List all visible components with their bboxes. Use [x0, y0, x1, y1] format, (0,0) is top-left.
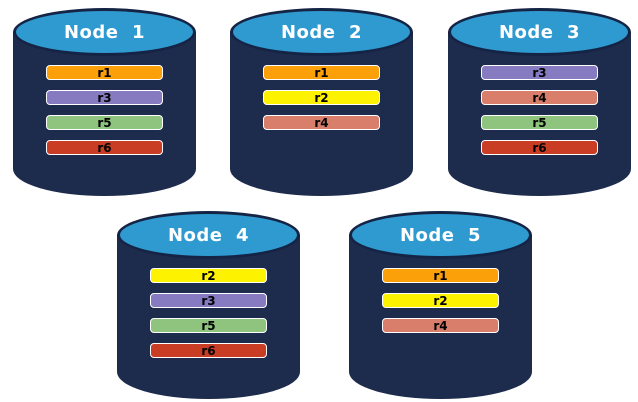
- cylinder-body: [448, 32, 631, 196]
- node-cylinder-2: Node 2 r1 r2 r4: [230, 8, 413, 196]
- replica-bar-r3: r3: [150, 293, 267, 308]
- cylinder-top-ellipse: Node 2: [230, 8, 413, 56]
- node-title: Node 5: [399, 224, 482, 246]
- replica-bar-r6: r6: [150, 343, 267, 358]
- cylinder-top-ellipse: Node 1: [13, 8, 196, 56]
- replica-bar-r1: r1: [382, 268, 499, 283]
- cylinder-body: [230, 32, 413, 196]
- replica-bar-r5: r5: [150, 318, 267, 333]
- cylinder-top-ellipse: Node 3: [448, 8, 631, 56]
- replica-bar-r2: r2: [382, 293, 499, 308]
- node-title: Node 3: [498, 21, 581, 43]
- replica-bar-r1: r1: [46, 65, 163, 80]
- replica-bar-r2: r2: [150, 268, 267, 283]
- replica-bars: r1 r2 r4: [382, 268, 499, 333]
- replica-bars: r3 r4 r5 r6: [481, 65, 598, 155]
- cylinder-top-ellipse: Node 5: [349, 211, 532, 259]
- replica-bars: r2 r3 r5 r6: [150, 268, 267, 358]
- replica-bar-r3: r3: [481, 65, 598, 80]
- replica-bars: r1 r3 r5 r6: [46, 65, 163, 155]
- replica-bar-r5: r5: [481, 115, 598, 130]
- cylinder-body: [13, 32, 196, 196]
- replica-bar-r4: r4: [382, 318, 499, 333]
- node-title: Node 4: [167, 224, 250, 246]
- node-title: Node 1: [63, 21, 146, 43]
- replica-bar-r2: r2: [263, 90, 380, 105]
- cylinder-body: [117, 235, 300, 399]
- node-title: Node 2: [280, 21, 363, 43]
- cylinder-top-ellipse: Node 4: [117, 211, 300, 259]
- cylinder-body: [349, 235, 532, 399]
- replica-bar-r5: r5: [46, 115, 163, 130]
- replica-bars: r1 r2 r4: [263, 65, 380, 130]
- replica-bar-r4: r4: [263, 115, 380, 130]
- replica-bar-r3: r3: [46, 90, 163, 105]
- node-cylinder-1: Node 1 r1 r3 r5 r6: [13, 8, 196, 196]
- replica-bar-r1: r1: [263, 65, 380, 80]
- node-cylinder-3: Node 3 r3 r4 r5 r6: [448, 8, 631, 196]
- node-cylinder-5: Node 5 r1 r2 r4: [349, 211, 532, 399]
- replica-bar-r4: r4: [481, 90, 598, 105]
- replica-bar-r6: r6: [481, 140, 598, 155]
- replica-bar-r6: r6: [46, 140, 163, 155]
- node-cylinder-4: Node 4 r2 r3 r5 r6: [117, 211, 300, 399]
